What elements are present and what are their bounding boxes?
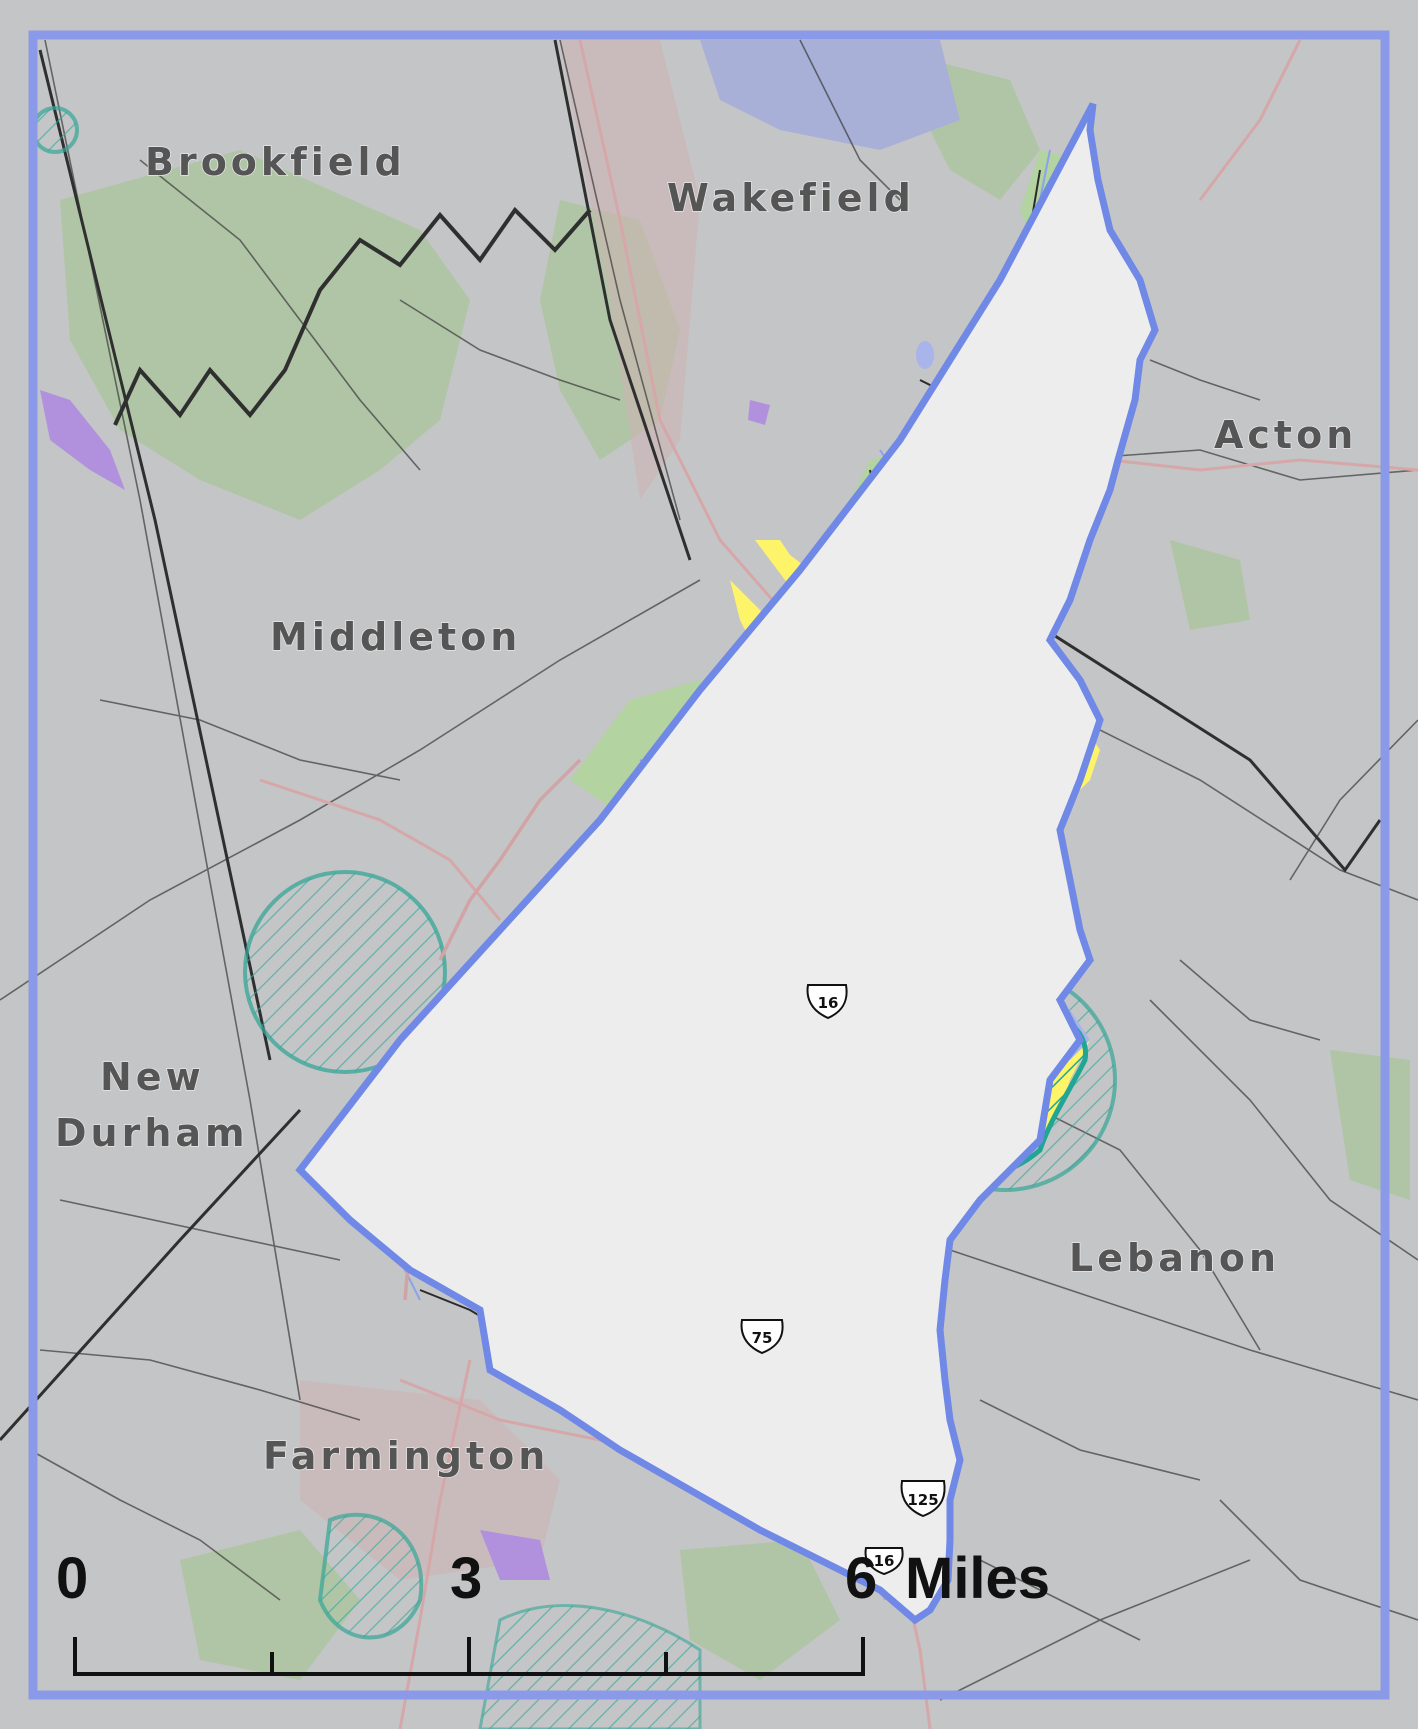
route-shield-16-north: 16 [806,984,848,1020]
town-label-new: New [100,1055,205,1099]
town-label-acton: Acton [1214,413,1357,457]
map-frame [28,30,1390,1700]
scale-unit: Miles [905,1546,1050,1611]
scale-label-3: 3 [450,1546,482,1611]
town-label-farmington: Farmington [263,1434,549,1478]
town-line-west [38,49,272,1061]
svg-text:125: 125 [907,1491,938,1509]
town-label-wakefield: Wakefield [667,176,915,220]
town-line-north [553,39,692,561]
svg-text:75: 75 [752,1329,773,1347]
town-line-southwest [0,1108,302,1442]
scale-bar: 0 3 6 Miles [56,1546,1050,1676]
town-label-lebanon: Lebanon [1069,1236,1280,1280]
town-line-east [1029,618,1382,873]
town-label-durham: Durham [55,1111,249,1155]
outside-purple-areas [40,390,770,1580]
outside-roads [0,39,1418,1701]
svg-text:16: 16 [874,1552,895,1570]
route-shield-125: 125 [900,1480,946,1518]
scale-label-0: 0 [56,1546,88,1611]
town-line-zigzag [113,206,592,426]
scale-label-6: 6 [845,1546,877,1611]
svg-text:16: 16 [818,994,839,1012]
town-label-middleton: Middleton [270,615,521,659]
town-label-brookfield: Brookfield [145,140,406,184]
route-shield-75: 75 [740,1319,784,1355]
route-shield-16-south: 16 [864,1547,904,1576]
